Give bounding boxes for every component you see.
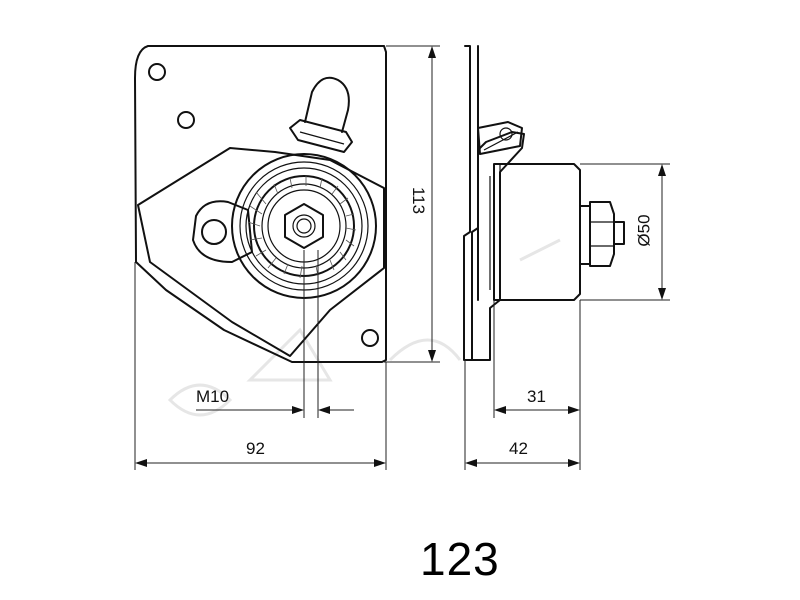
dimension-thread-label: M10 [196, 387, 230, 406]
side-bracket [471, 131, 525, 361]
adjusting-stud [304, 76, 350, 133]
side-pulley [493, 163, 581, 301]
part-number: 123 [420, 533, 500, 585]
dimension-depth-label: 42 [509, 439, 528, 458]
front-view [134, 45, 387, 363]
dimension-pulley-width-label: 31 [527, 387, 546, 406]
dimension-height-label: 113 [409, 186, 429, 215]
plate-hole [148, 63, 166, 81]
mounting-plate [134, 45, 387, 363]
side-plate-edge [463, 45, 479, 361]
dimension-diameter-label: Ø50 [634, 214, 654, 247]
dimension-width-label: 92 [246, 439, 265, 458]
lug-hole [201, 219, 227, 245]
tensioner-bracket [137, 147, 385, 357]
center-hex-nut [284, 203, 324, 249]
dimension-lines [134, 45, 670, 470]
plate-hole [361, 329, 379, 347]
side-nut [589, 201, 615, 267]
plate-hole [177, 111, 195, 129]
side-view [463, 45, 625, 361]
